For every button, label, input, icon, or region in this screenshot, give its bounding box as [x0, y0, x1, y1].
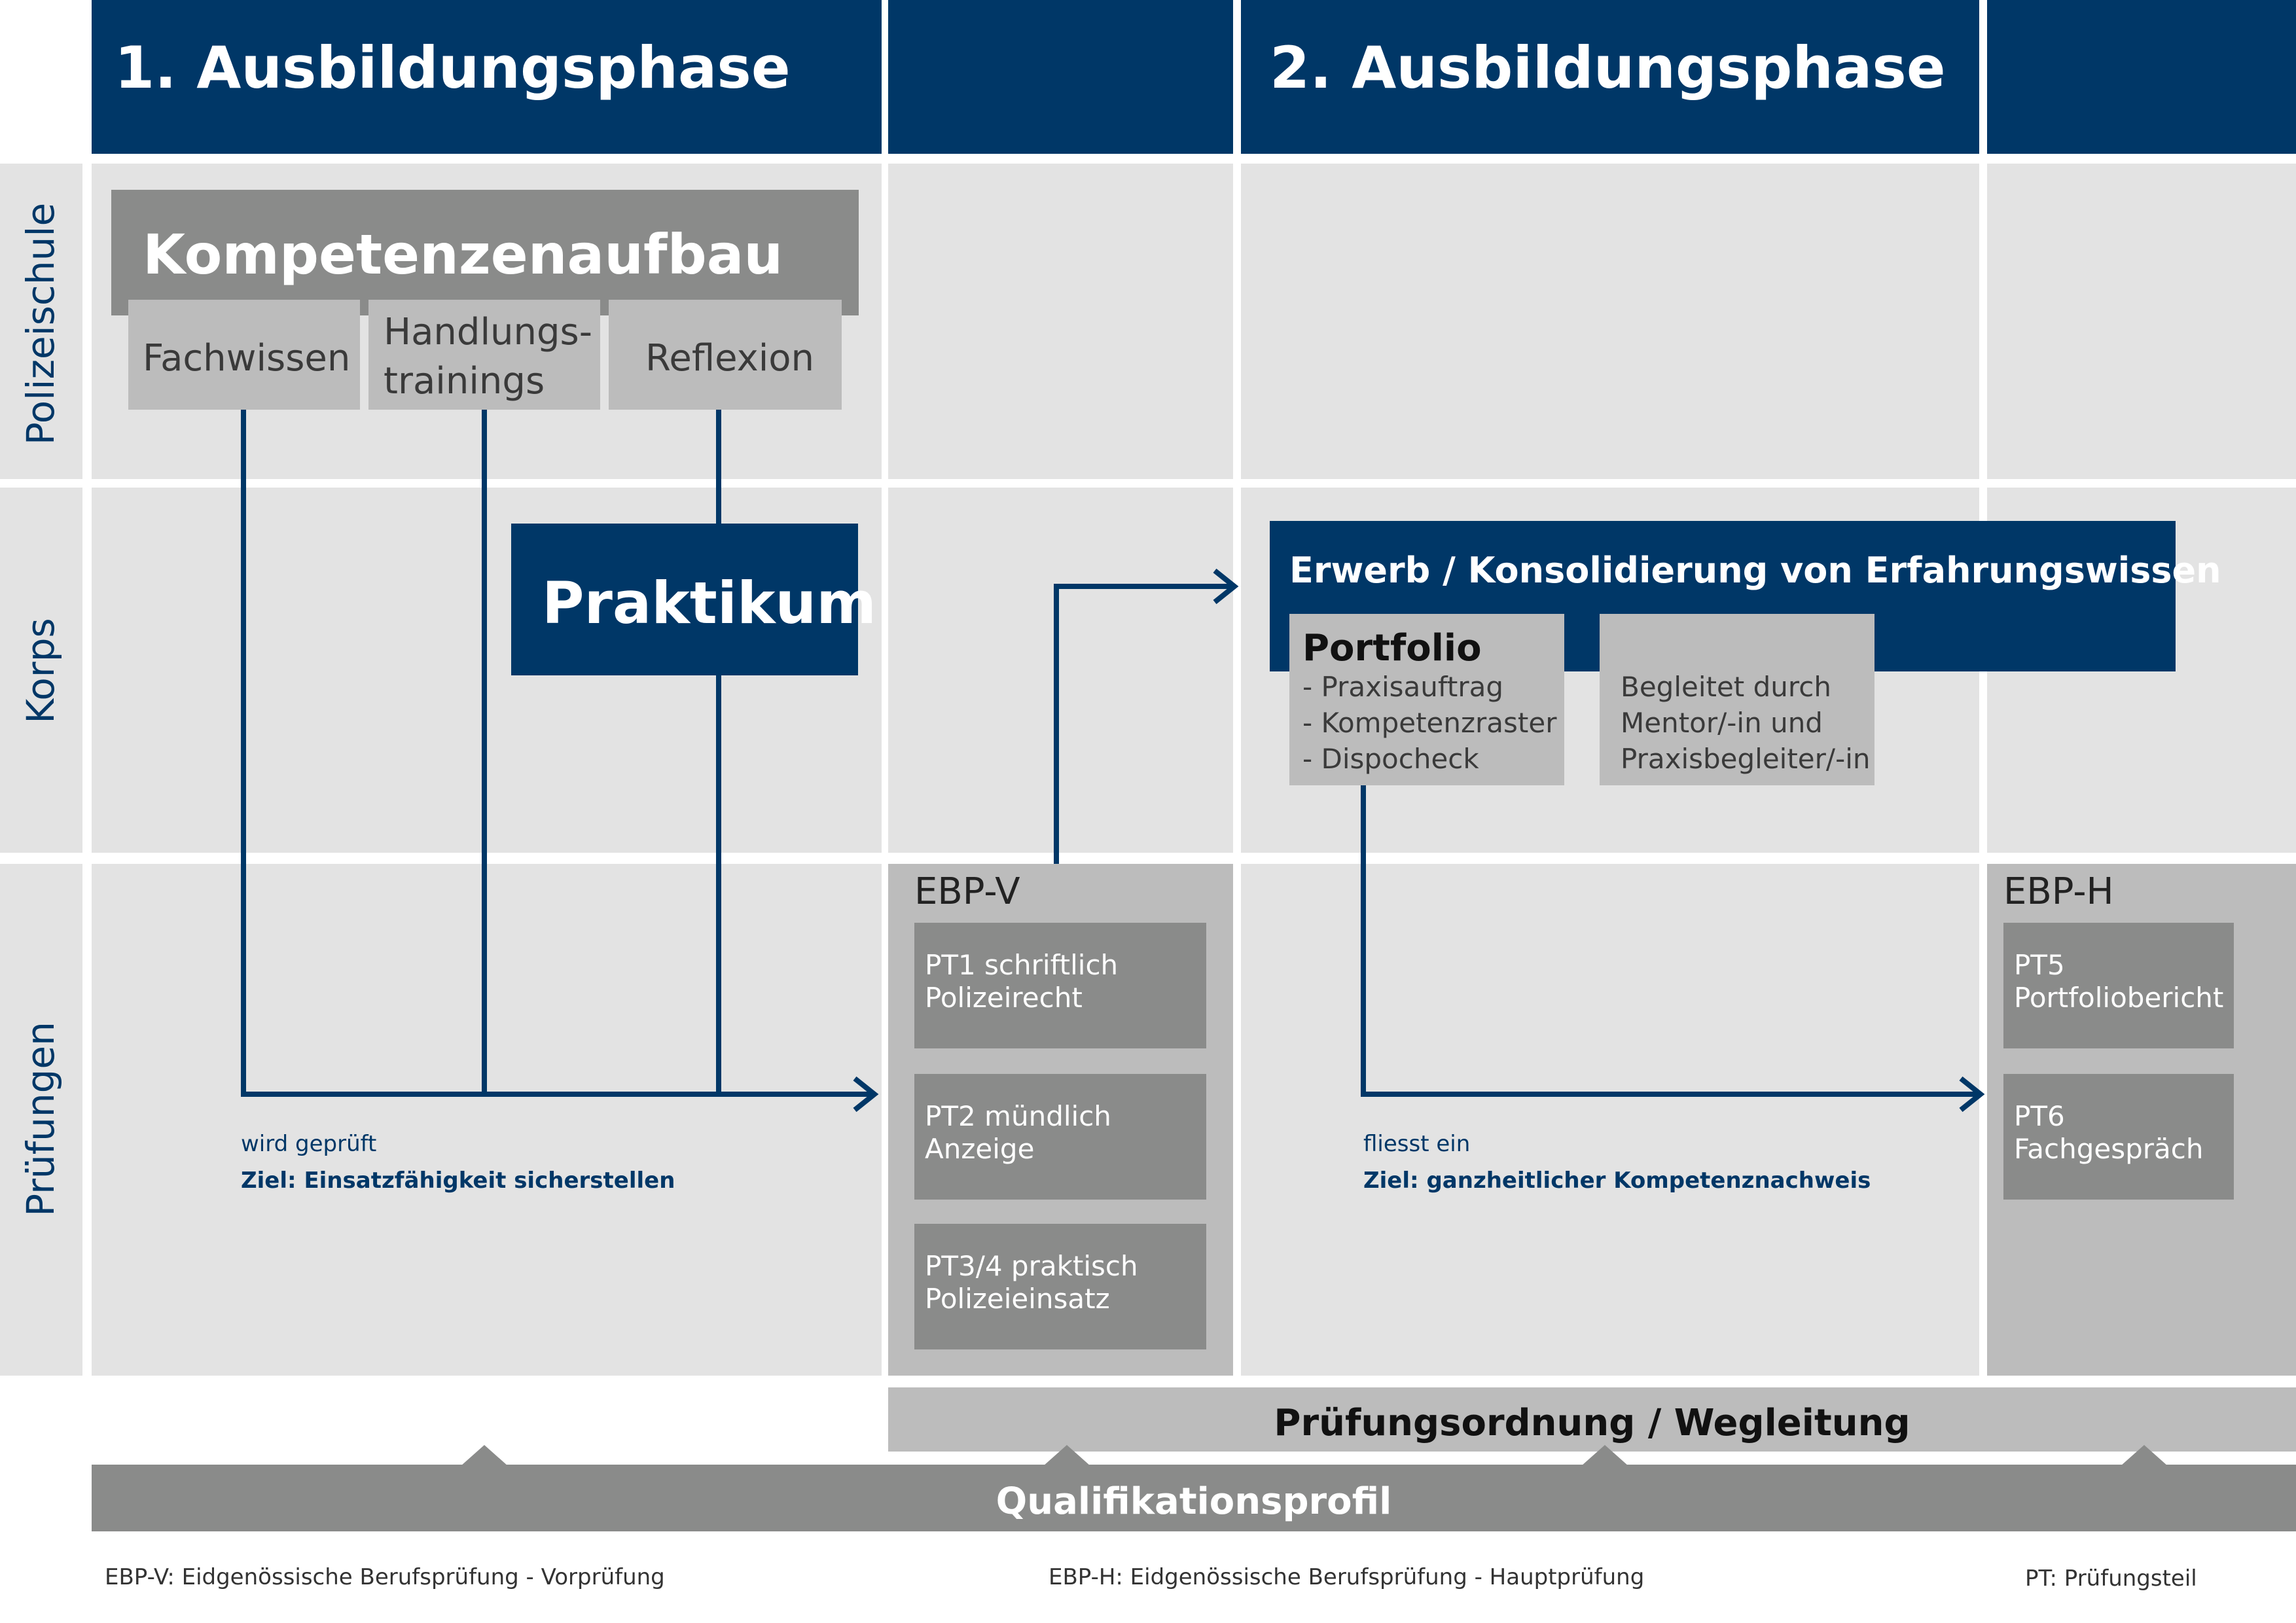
arrowhead-to-ebph: [1959, 1076, 1985, 1113]
ebpv-pt2-line2: Anzeige: [925, 1133, 1035, 1165]
portfolio-item: - Praxisauftrag: [1302, 671, 1504, 703]
header-phase1: [92, 0, 882, 154]
cell-r1-c3: [1241, 164, 1979, 479]
pruefungsordnung-bar: [888, 1387, 2296, 1452]
ebpv-pt3-line2: Polizeieinsatz: [925, 1283, 1110, 1315]
cell-r1-c4: [1987, 164, 2296, 479]
kompetenzenaufbau-box: [111, 190, 859, 315]
handlungstrainings-box: [368, 300, 600, 410]
ebpv-pt1-line1: PT1 schriftlich: [925, 949, 1119, 981]
line-ebpv-to-erwerb: [1054, 584, 1230, 864]
legend-ebph: EBP-H: Eidgenössische Berufsprüfung - Ha…: [1049, 1564, 1645, 1590]
phase1-title: 1. Ausbildungsphase: [115, 34, 791, 101]
header-gap-1: [888, 0, 1233, 154]
phase1-note-bold: Ziel: Einsatzfähigkeit sicherstellen: [241, 1168, 675, 1194]
phase1-note-small: wird geprüft: [241, 1131, 377, 1157]
ebph-pt6-line2: Fachgespräch: [2014, 1133, 2204, 1165]
begleitet-line: Begleitet durch: [1621, 671, 1831, 703]
begleitet-line: Mentor/-in und: [1621, 707, 1823, 739]
ebph-pt6-line1: PT6: [2014, 1100, 2065, 1132]
ebpv-title: EBP-V: [914, 870, 1020, 913]
qualifikation-marker: [1043, 1445, 1090, 1466]
qualifikation-marker: [461, 1445, 508, 1466]
ebpv-pt1-box: PT1 schriftlich Polizeirecht: [914, 923, 1206, 1048]
header-gap-2: [1987, 0, 2296, 154]
cell-r2-c2: [888, 488, 1233, 853]
line-portfolio-to-ebph: [1361, 785, 1977, 1097]
row-label-bg-korps: [0, 488, 82, 853]
pruefungsordnung-label: Prüfungsordnung / Wegleitung: [1274, 1402, 1910, 1444]
handlungstrainings-label-1: Handlungs-: [384, 311, 592, 353]
row-label-bg-pruefungen: [0, 864, 82, 1376]
header-phase2: [1241, 0, 1979, 154]
ebpv-pt2-box: PT2 mündlich Anzeige: [914, 1074, 1206, 1200]
arrowhead-to-erwerb: [1213, 568, 1239, 605]
phase2-note-bold: Ziel: ganzheitlicher Kompetenznachweis: [1363, 1168, 1871, 1194]
ebph-pt5-line1: PT5: [2014, 949, 2065, 981]
praktikum-label: Praktikum: [542, 569, 876, 637]
kompetenzenaufbau-title: Kompetenzenaufbau: [143, 223, 783, 287]
qualifikationsprofil-label: Qualifikationsprofil: [996, 1480, 1392, 1523]
ebph-pt5-line2: Portfoliobericht: [2014, 982, 2224, 1014]
praktikum-box: [511, 524, 858, 675]
fachwissen-box: [128, 300, 360, 410]
reflexion-box: [609, 300, 842, 410]
qualifikationsprofil-bar: [92, 1465, 2296, 1531]
ebph-pt5-box: PT5 Portfoliobericht: [2003, 923, 2234, 1048]
ebpv-pt3-line1: PT3/4 praktisch: [925, 1250, 1138, 1282]
ebpv-pt2-line1: PT2 mündlich: [925, 1100, 1111, 1132]
ebpv-pt3-box: PT3/4 praktisch Polizeieinsatz: [914, 1224, 1206, 1349]
reflexion-label: Reflexion: [645, 337, 815, 380]
phase2-note-small: fliesst ein: [1363, 1131, 1471, 1157]
ebph-pt6-box: PT6 Fachgespräch: [2003, 1074, 2234, 1200]
qualifikation-marker: [1581, 1445, 1628, 1466]
begleitet-line: Praxisbegleiter/-in: [1621, 743, 1871, 775]
ebph-title: EBP-H: [2003, 870, 2114, 913]
handlungstrainings-label-2: trainings: [384, 360, 545, 402]
ebpv-pt1-line2: Polizeirecht: [925, 982, 1083, 1014]
qualifikation-marker: [2121, 1445, 2168, 1466]
phase2-title: 2. Ausbildungsphase: [1270, 34, 1946, 101]
legend-pt: PT: Prüfungsteil: [2025, 1565, 2197, 1592]
cell-r1-c2: [888, 164, 1233, 479]
portfolio-item: - Kompetenzraster: [1302, 707, 1557, 739]
begleitet-box: [1600, 614, 1874, 785]
row-label-bg-polizeischule: [0, 164, 82, 479]
legend-ebpv: EBP-V: Eidgenössische Berufsprüfung - Vo…: [105, 1564, 665, 1590]
portfolio-title: Portfolio: [1302, 627, 1482, 669]
portfolio-item: - Dispocheck: [1302, 743, 1479, 775]
portfolio-box: [1289, 614, 1564, 785]
fachwissen-label: Fachwissen: [143, 337, 351, 380]
arrowhead-to-ebpv: [853, 1076, 879, 1113]
erwerb-title: Erwerb / Konsolidierung von Erfahrungswi…: [1289, 550, 2221, 591]
